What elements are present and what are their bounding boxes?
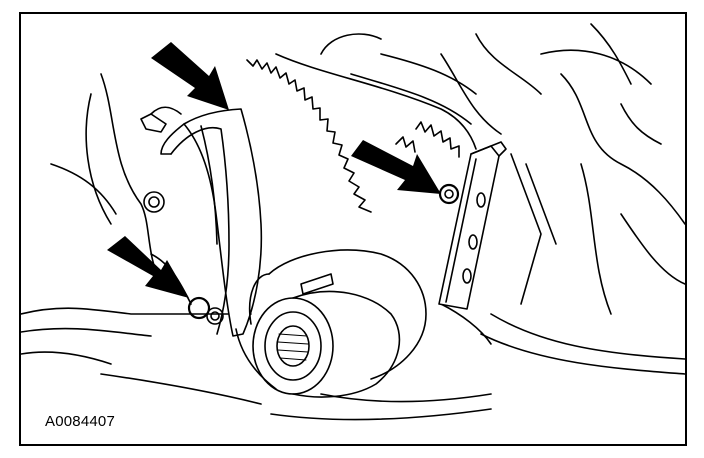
guide-bolt-upper	[143, 191, 165, 213]
chain-tensioner-arm	[438, 141, 507, 310]
crankshaft-snout	[235, 249, 427, 398]
arrow-pointer-lower-bolt	[107, 236, 189, 298]
timing-chain-guide	[140, 106, 263, 337]
illustration-frame: A0084407	[19, 12, 687, 446]
guide-bolt-lower	[187, 296, 224, 325]
arrow-pointer-guide-top	[151, 42, 229, 110]
timing-chain-guide-illustration	[21, 23, 685, 421]
engine-block-outline	[21, 23, 685, 421]
camshaft-sprocket	[246, 33, 477, 213]
figure-id-label: A0084407	[45, 413, 116, 430]
arrow-pointer-tensioner-bolt	[351, 140, 441, 194]
